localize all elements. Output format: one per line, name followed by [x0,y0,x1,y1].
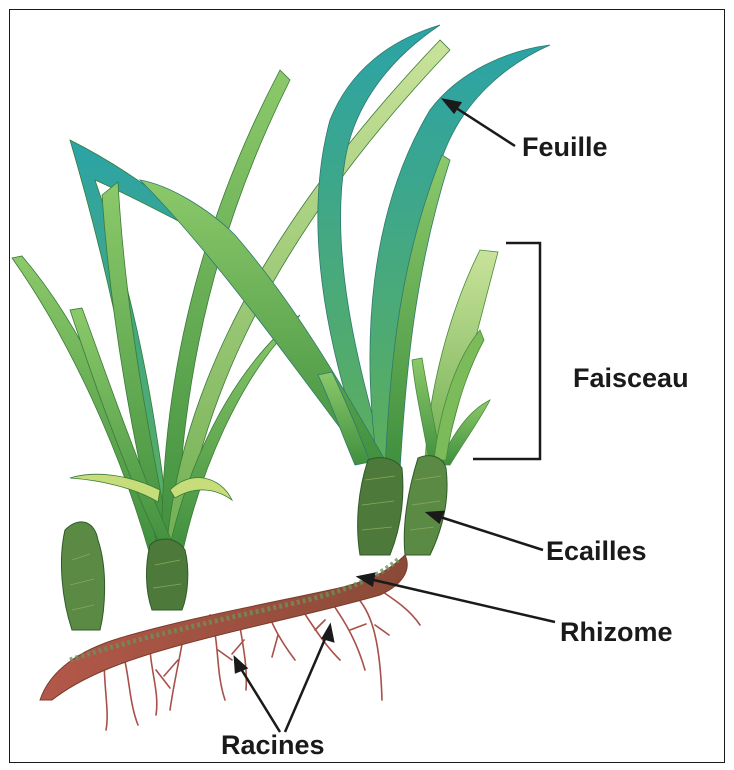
label-feuille: Feuille [522,132,608,163]
feuille-arrow-line [450,104,515,146]
racines-arrow-line-right [285,632,328,732]
label-racines: Racines [221,730,325,761]
right-shoot-leaves [412,250,498,465]
diagram-frame: Feuille Faisceau Ecailles Rhizome Racine… [9,9,725,763]
label-ecailles: Ecailles [546,536,647,567]
label-faisceau: Faisceau [573,363,689,394]
racines-arrow-head-right [323,626,333,641]
label-rhizome: Rhizome [560,617,673,648]
ecailles-arrow-line [434,515,543,550]
racines-arrow-line-left [238,664,280,732]
